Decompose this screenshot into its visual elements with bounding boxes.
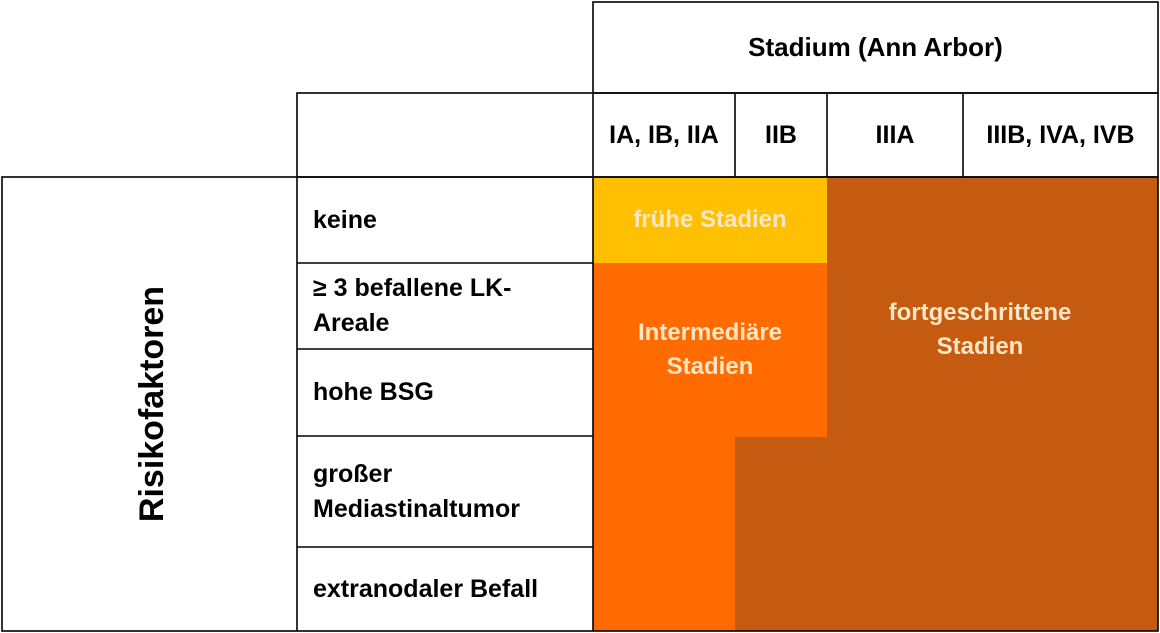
stage-column-iiia: IIIA <box>875 120 915 149</box>
zone-early <box>593 177 827 263</box>
risk-factor-high-esr: hohe BSG <box>313 378 434 406</box>
stage-column-iiib-iva-ivb: IIIB, IVA, IVB <box>986 120 1135 149</box>
zone-early-label: frühe Stadien <box>633 206 787 233</box>
stage-column-ia-ib-iia: IA, IB, IIA <box>609 120 719 149</box>
risk-factor-extranodal: extranodaler Befall <box>313 574 539 603</box>
risk-factor-none: keine <box>313 205 377 234</box>
risk-factor-mediastinal-tumor: großer Mediastinaltumor <box>313 459 520 523</box>
risk-factor-lymph-areas: ≥ 3 befallene LK-Areale <box>313 274 512 337</box>
stage-header-title: Stadium (Ann Arbor) <box>748 32 1003 62</box>
zone-intermediate-lower <box>593 436 735 631</box>
risk-factors-side-label: Risikofaktoren <box>132 285 171 523</box>
zone-advanced-label: fortgeschrittene Stadien <box>888 299 1072 360</box>
stage-column-iib: IIB <box>765 120 797 149</box>
zone-intermediate-label: Intermediäre Stadien <box>637 319 783 380</box>
